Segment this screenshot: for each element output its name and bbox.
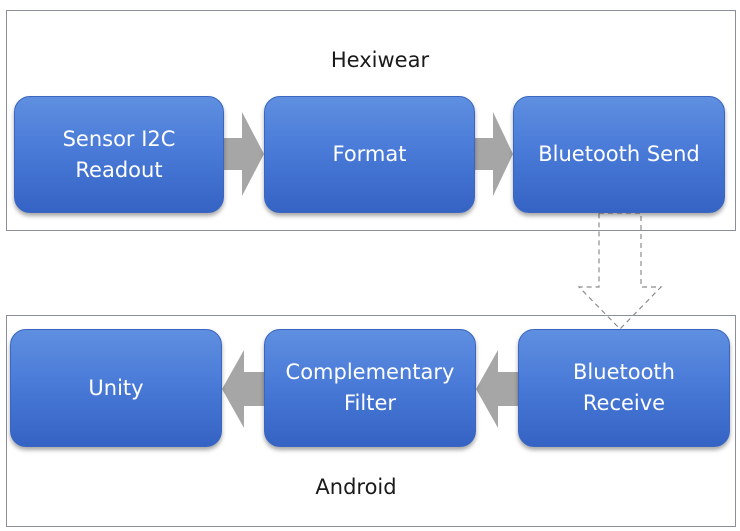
node-bluetooth-receive: Bluetooth Receive xyxy=(518,329,730,447)
node-sensor-line1: Sensor I2C xyxy=(62,126,176,151)
node-complementary-filter: Complementary Filter xyxy=(264,329,476,447)
node-unity: Unity xyxy=(10,329,222,447)
node-bt-receive-line2: Receive xyxy=(582,391,666,415)
node-format-label: Format xyxy=(332,142,407,166)
hexiwear-label: Hexiwear xyxy=(330,48,430,72)
node-sensor-line2: Readout xyxy=(75,157,163,182)
node-bt-send-label: Bluetooth Send xyxy=(538,142,700,166)
android-label: Android xyxy=(315,475,397,499)
node-filter-line2: Filter xyxy=(343,391,396,415)
node-filter-line1: Complementary xyxy=(285,360,455,384)
node-bluetooth-send: Bluetooth Send xyxy=(513,96,725,213)
node-format: Format xyxy=(264,96,475,213)
node-bt-receive-line1: Bluetooth xyxy=(573,360,675,384)
node-sensor-i2c-readout: Sensor I2C Readout xyxy=(14,96,224,213)
node-unity-label: Unity xyxy=(88,375,144,400)
